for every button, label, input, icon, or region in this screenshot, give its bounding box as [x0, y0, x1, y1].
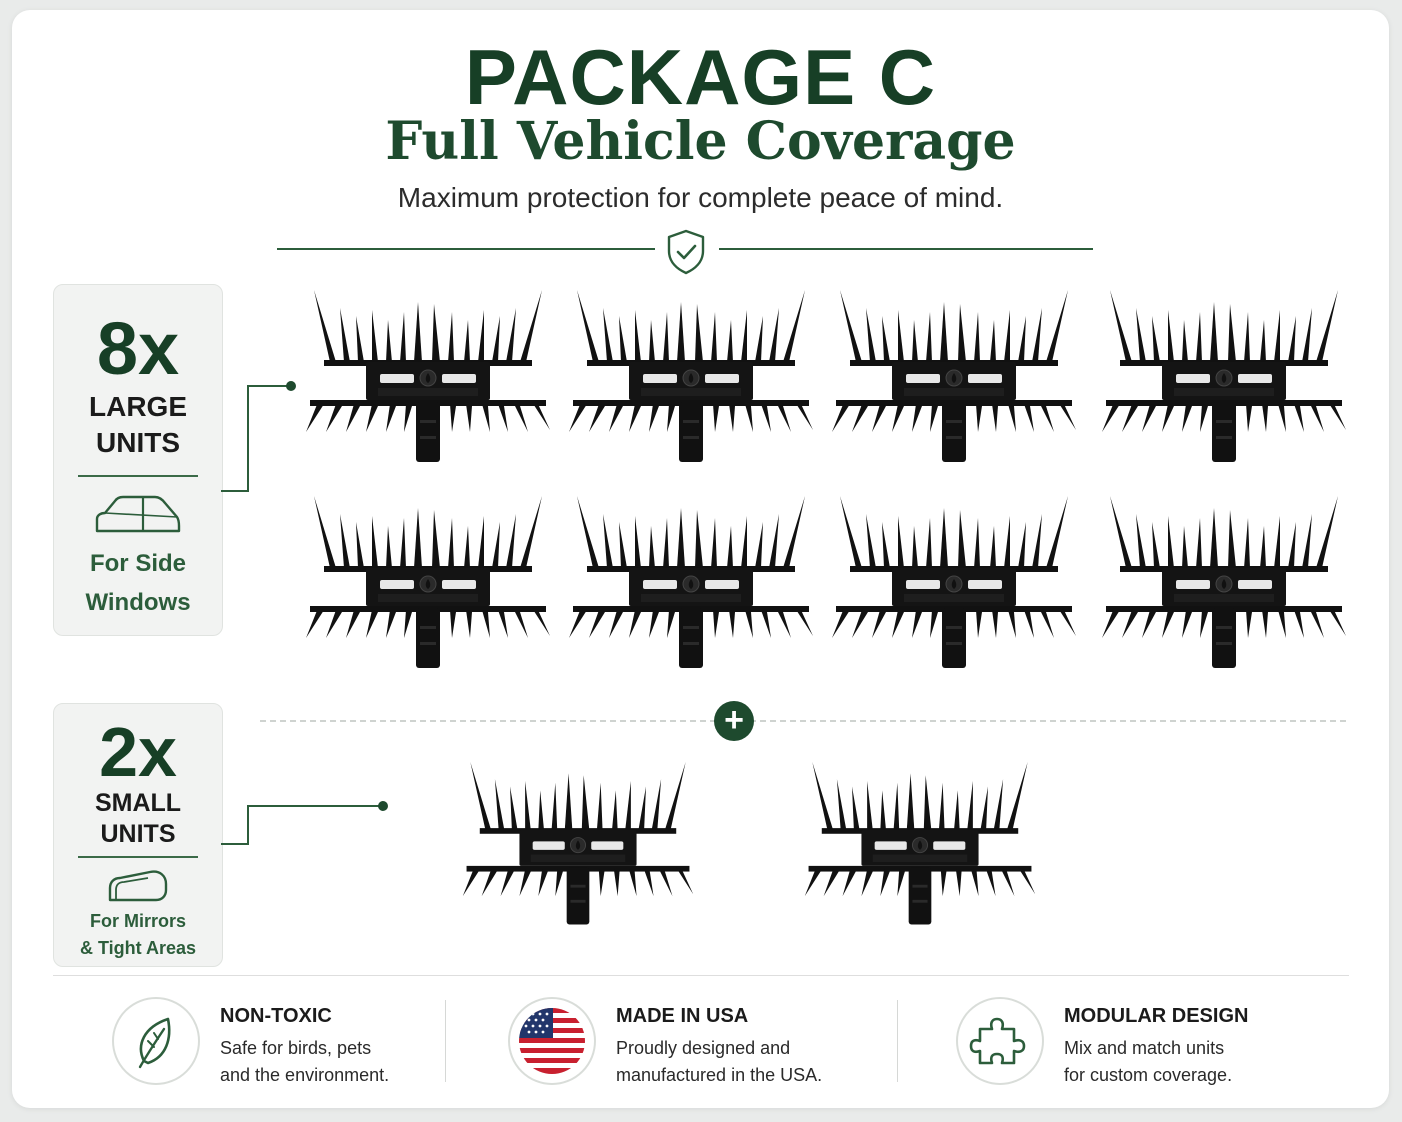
- puzzle-icon: [969, 1017, 1026, 1065]
- large-unit-7: [832, 496, 1076, 676]
- car-side-icon: [95, 495, 181, 533]
- large-units-label-1: LARGE: [89, 391, 187, 422]
- feature-description: Proudly designed and manufactured in the…: [616, 1035, 876, 1089]
- feature-description: Safe for birds, pets and the environment…: [220, 1035, 460, 1089]
- small-units-box: 2x SMALL UNITS For Mirrors & Tight Areas: [53, 703, 223, 967]
- feature-separator-1: [445, 1000, 446, 1082]
- page-title: PACKAGE C: [464, 33, 937, 121]
- feature-desc-line-1: Mix and match units: [1064, 1038, 1225, 1058]
- large-unit-2: [569, 290, 813, 470]
- large-units-box: 8x LARGE UNITS For Side Windows: [53, 284, 223, 636]
- feature-desc-line-2: for custom coverage.: [1064, 1065, 1233, 1085]
- small-unit-1: [456, 762, 700, 932]
- feature-icon-circle: [956, 997, 1044, 1085]
- large-units-label-2: UNITS: [96, 427, 180, 458]
- small-units-count: 2x: [99, 713, 177, 791]
- feature-non-toxic: NON-TOXIC Safe for birds, pets and the e…: [112, 995, 432, 1085]
- large-unit-1: [306, 290, 550, 470]
- tagline: Maximum protection for complete peace of…: [397, 182, 1004, 213]
- feature-desc-line-1: Proudly designed and: [616, 1038, 791, 1058]
- small-units-use-2: & Tight Areas: [79, 938, 197, 958]
- usa-flag-icon: [519, 1008, 585, 1074]
- divider-left: [277, 248, 655, 250]
- page-subtitle: Full Vehicle Coverage: [385, 111, 1016, 172]
- feature-title: NON-TOXIC: [220, 1005, 332, 1027]
- small-units-use-1: For Mirrors: [89, 911, 186, 931]
- footer-divider: [53, 975, 1349, 976]
- feature-desc-line-2: and the environment.: [220, 1065, 390, 1085]
- divider-right: [719, 248, 1093, 250]
- shield-check-icon: [667, 229, 705, 275]
- dashed-separator: [260, 720, 1346, 722]
- large-unit-4: [1102, 290, 1346, 470]
- large-units-separator: [78, 475, 198, 477]
- leaf-icon: [138, 1017, 171, 1069]
- large-unit-5: [306, 496, 550, 676]
- small-units-label-2: UNITS: [100, 820, 176, 848]
- feature-icon-circle: [508, 997, 596, 1085]
- small-units-separator: [78, 856, 198, 858]
- large-unit-3: [832, 290, 1076, 470]
- large-unit-6: [569, 496, 813, 676]
- feature-made-in-usa: MADE IN USA Proudly designed and manufac…: [508, 995, 848, 1085]
- large-units-connector: [221, 381, 296, 492]
- feature-icon-circle: [112, 997, 200, 1085]
- small-unit-2: [798, 762, 1042, 932]
- car-mirror-icon: [108, 870, 168, 902]
- feature-description: Mix and match units for custom coverage.: [1064, 1035, 1304, 1089]
- package-card: PACKAGE C Full Vehicle Coverage Maximum …: [12, 10, 1389, 1108]
- feature-modular-design: MODULAR DESIGN Mix and match units for c…: [956, 995, 1336, 1085]
- plus-icon: +: [714, 701, 754, 741]
- feature-desc-line-1: Safe for birds, pets: [220, 1038, 372, 1058]
- large-unit-8: [1102, 496, 1346, 676]
- feature-title: MADE IN USA: [616, 1005, 749, 1027]
- small-units-label-1: SMALL: [94, 789, 182, 817]
- large-units-use-1: For Side: [89, 550, 186, 577]
- large-units-use-2: Windows: [85, 589, 191, 616]
- small-units-connector: [221, 801, 388, 845]
- feature-separator-2: [897, 1000, 898, 1082]
- feature-title: MODULAR DESIGN: [1064, 1005, 1249, 1027]
- feature-desc-line-2: manufactured in the USA.: [616, 1065, 823, 1085]
- large-units-count: 8x: [96, 307, 180, 390]
